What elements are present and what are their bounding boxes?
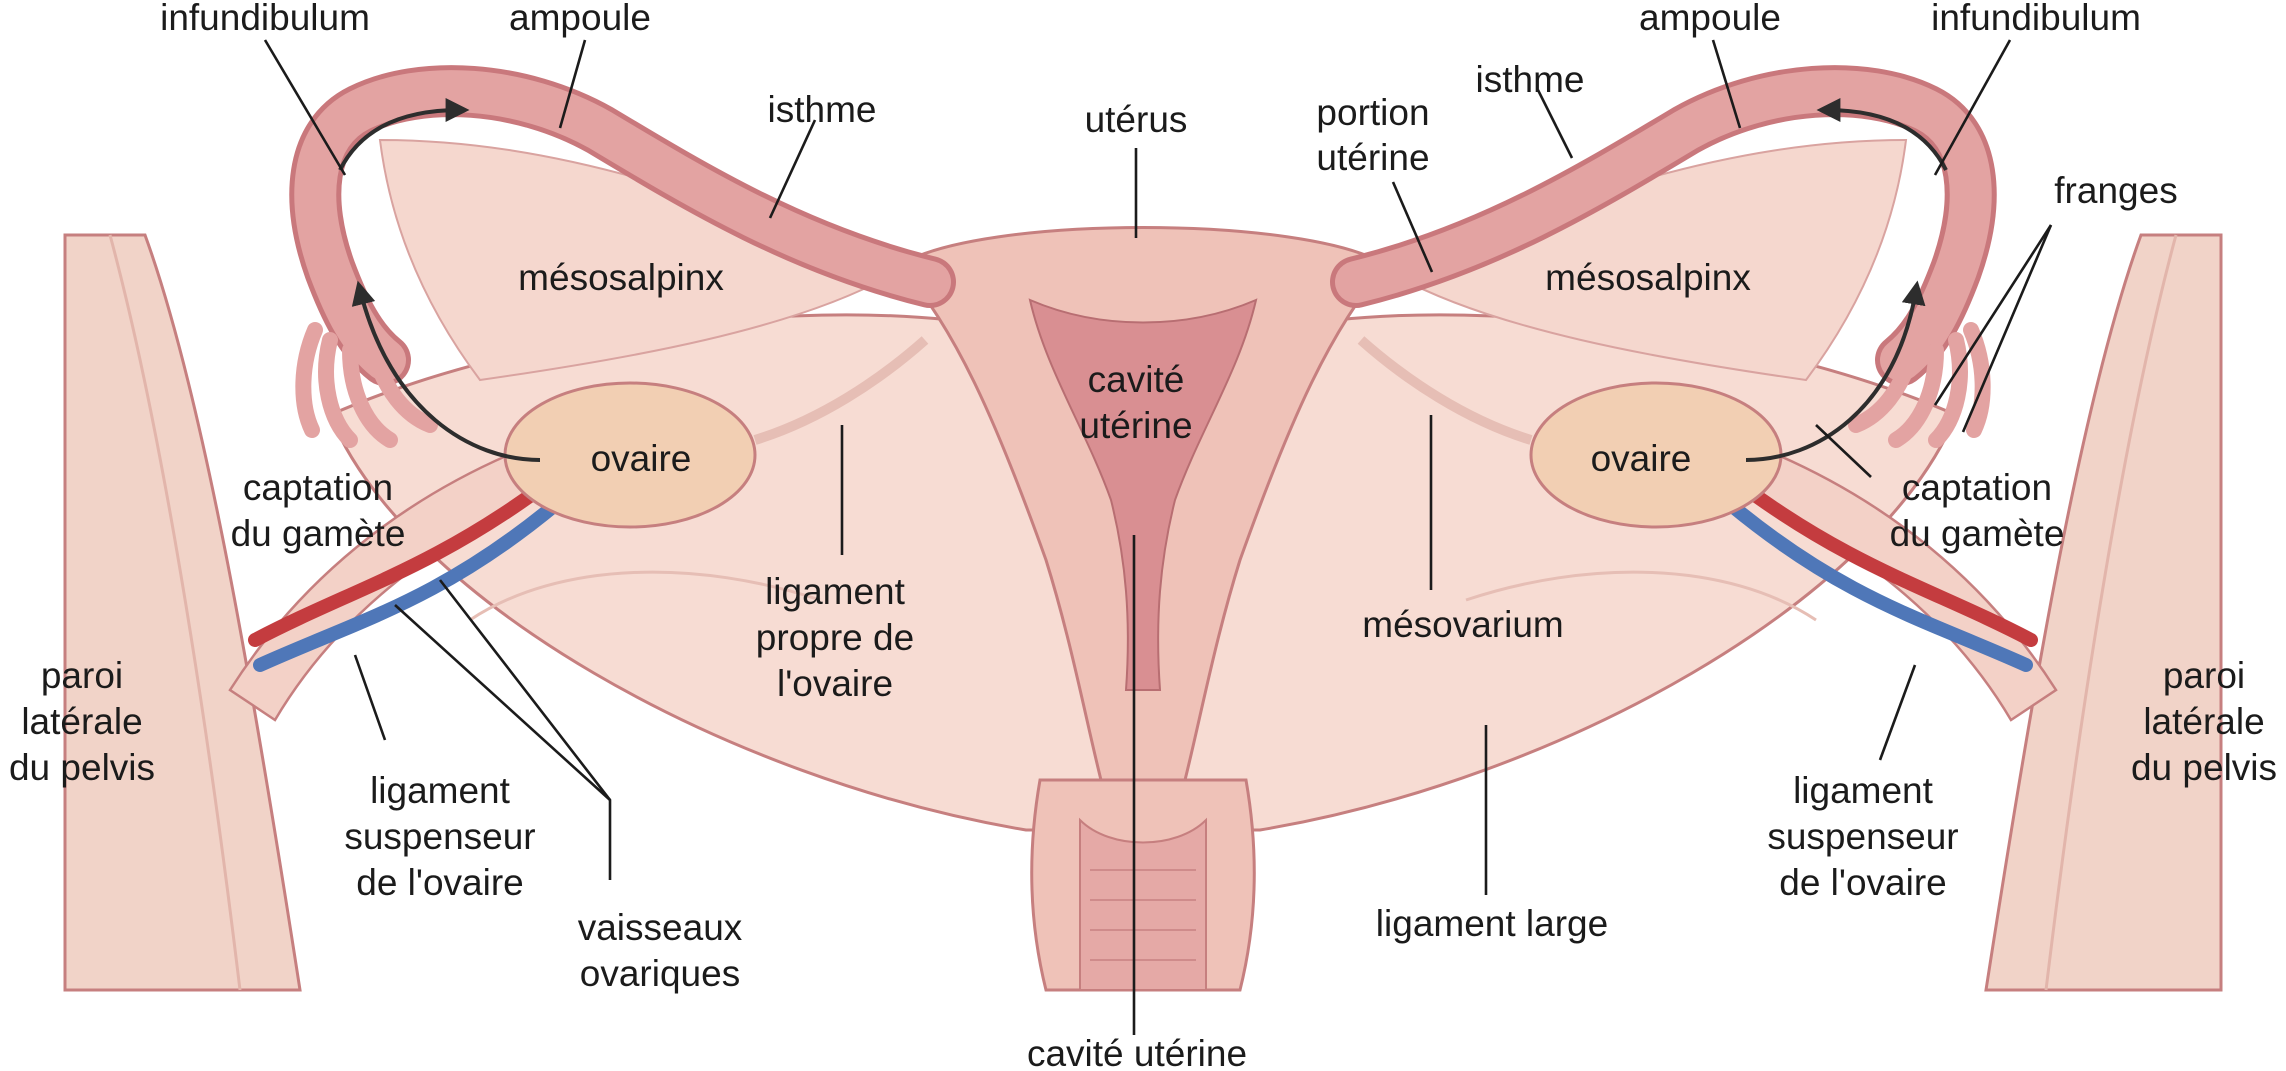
label-lig-susp-right-3: de l'ovaire <box>1779 862 1947 903</box>
label-cavite-uterine-bottom: cavité utérine <box>1027 1033 1247 1071</box>
label-portion-uterine-2: utérine <box>1316 137 1429 178</box>
labels: infundibulum ampoule isthme utérus porti… <box>9 0 2277 1071</box>
label-infundibulum-left: infundibulum <box>160 0 370 38</box>
label-lig-susp-left-2: suspenseur <box>344 816 535 857</box>
label-vaisseaux-2: ovariques <box>580 953 740 994</box>
label-uterus: utérus <box>1085 99 1188 140</box>
fallopian-tube-left <box>289 65 956 448</box>
label-paroi-right-1: paroi <box>2163 655 2245 696</box>
ovary-left <box>503 336 929 529</box>
label-isthme-left: isthme <box>768 89 877 130</box>
label-captation-right-2: du gamète <box>1890 513 2065 554</box>
label-ligament-propre-2: propre de <box>756 617 914 658</box>
label-paroi-left-2: latérale <box>21 701 142 742</box>
gamete-capture-arrows <box>338 98 1948 462</box>
mesosalpinx-left <box>378 138 903 382</box>
label-ligament-propre-1: ligament <box>765 571 906 612</box>
label-paroi-right-3: du pelvis <box>2131 747 2277 788</box>
mesosalpinx-right <box>1383 138 1908 382</box>
cervix <box>1030 778 1256 992</box>
label-lig-susp-left-1: ligament <box>370 770 511 811</box>
pelvic-wall-left <box>63 233 302 992</box>
label-vaisseaux-1: vaisseaux <box>578 907 743 948</box>
pelvic-wall-right <box>1984 233 2223 992</box>
label-ligament-large: ligament large <box>1376 903 1608 944</box>
label-portion-uterine-1: portion <box>1316 92 1429 133</box>
label-isthme-right: isthme <box>1476 59 1585 100</box>
label-ampoule-left: ampoule <box>509 0 651 38</box>
label-captation-left-2: du gamète <box>231 513 406 554</box>
label-lig-susp-right-2: suspenseur <box>1767 816 1958 857</box>
label-paroi-right-2: latérale <box>2143 701 2264 742</box>
ovarian-vessels-left <box>248 478 562 672</box>
label-captation-left-1: captation <box>243 467 393 508</box>
label-paroi-left-3: du pelvis <box>9 747 155 788</box>
label-paroi-left-1: paroi <box>41 655 123 696</box>
label-ampoule-right: ampoule <box>1639 0 1781 38</box>
label-lig-susp-right-1: ligament <box>1793 770 1934 811</box>
ovarian-vessels-right <box>1724 478 2038 672</box>
label-ovaire-right: ovaire <box>1591 438 1692 479</box>
label-mesosalpinx-left: mésosalpinx <box>518 257 724 298</box>
label-mesovarium: mésovarium <box>1362 604 1564 645</box>
label-lig-susp-left-3: de l'ovaire <box>356 862 524 903</box>
label-ovaire-left: ovaire <box>591 438 692 479</box>
label-ligament-propre-3: l'ovaire <box>777 663 893 704</box>
label-cavite-uterine-center-2: utérine <box>1079 405 1192 446</box>
label-captation-right-1: captation <box>1902 467 2052 508</box>
label-franges: franges <box>2054 170 2177 211</box>
label-cavite-uterine-center-1: cavité <box>1088 359 1185 400</box>
label-mesosalpinx-right: mésosalpinx <box>1545 257 1751 298</box>
uterus <box>897 226 1389 782</box>
label-infundibulum-right: infundibulum <box>1931 0 2141 38</box>
fallopian-tube-right <box>1330 65 1997 448</box>
leader-lines <box>263 39 2053 1035</box>
